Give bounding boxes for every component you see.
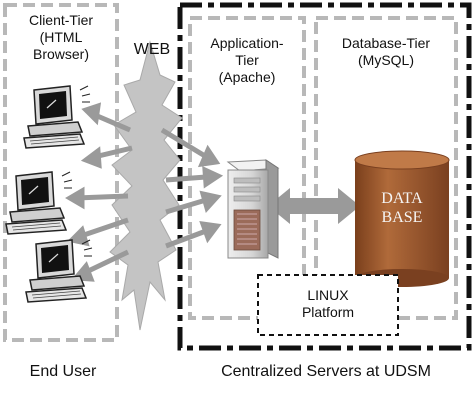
client-web-arrows [65, 102, 133, 282]
client-tier-label: Client-Tier (HTML Browser) [8, 12, 114, 62]
database-cylinder-line2: BASE [381, 209, 423, 227]
client-tier-box [3, 3, 119, 342]
end-user-caption: End User [29, 363, 97, 380]
linux-platform-line1: LINUX [307, 287, 349, 303]
client-tier-title: Client-Tier [28, 12, 94, 28]
client-computer-icon [5, 171, 73, 235]
web-to-app-arrows [160, 127, 224, 249]
linux-platform-line2: Platform [301, 303, 355, 320]
database-tier-title: Database-Tier [341, 35, 431, 51]
client-tier-line2: (HTML [39, 28, 83, 45]
database-cylinder-line1: DATA [381, 190, 423, 207]
server-tower-icon [226, 159, 280, 259]
application-tier-label: Application- Tier (Apache) [194, 35, 300, 85]
client-computer-icon [23, 85, 91, 149]
web-burst [109, 40, 183, 331]
application-tier-box [188, 16, 306, 320]
web-label: WEB [133, 41, 171, 58]
client-tier-line3: Browser) [32, 45, 89, 62]
linux-platform-box [257, 274, 399, 336]
client-computer-icon [25, 239, 93, 303]
linux-platform-label: LINUX Platform [260, 287, 396, 321]
centralized-servers-caption: Centralized Servers at UDSM [221, 363, 431, 380]
application-tier-line3: (Apache) [218, 68, 276, 85]
application-tier-line2: Tier [235, 51, 259, 68]
database-tier-label: Database-Tier (MySQL) [320, 35, 452, 69]
application-tier-title: Application- [210, 35, 284, 51]
database-cylinder-text: DATA BASE [357, 189, 447, 227]
database-tier-line2: (MySQL) [358, 51, 414, 68]
app-db-double-arrow [268, 188, 360, 224]
